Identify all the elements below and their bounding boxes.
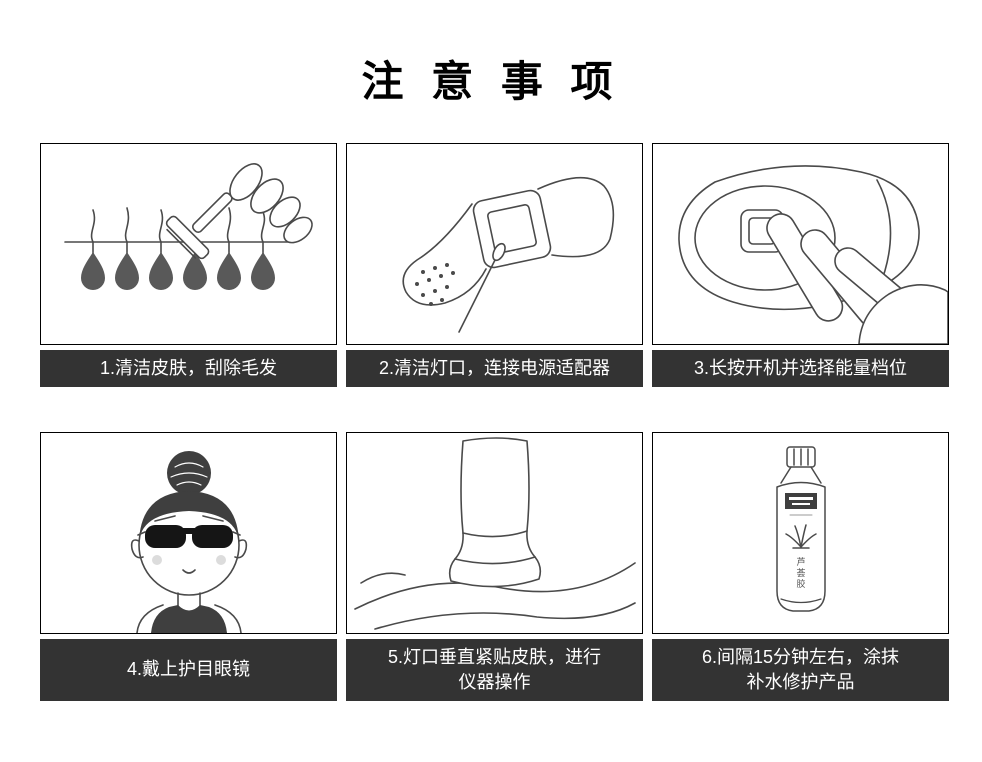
step-2-caption: 2.清洁灯口，连接电源适配器 — [346, 350, 643, 387]
tube-label: 芦 荟 胶 — [796, 557, 805, 589]
step-3-caption: 3.长按开机并选择能量档位 — [652, 350, 949, 387]
goggles-girl-illustration — [130, 451, 248, 633]
hair-strands — [90, 207, 266, 243]
step-6-illustration-box: 芦 荟 胶 — [652, 432, 949, 634]
step-5: 5.灯口垂直紧贴皮肤，进行 仪器操作 — [346, 432, 643, 701]
tube-cap — [780, 446, 822, 484]
step-4-caption: 4.戴上护目眼镜 — [40, 639, 337, 701]
caption-line-2: 仪器操作 — [458, 672, 531, 692]
hair-bun — [167, 451, 211, 495]
step-3-illustration-box — [652, 143, 949, 345]
page-title: 注 意 事 项 — [361, 58, 621, 105]
caption-line-1: 3.长按开机并选择能量档位 — [693, 357, 907, 378]
fingers-icon — [229, 163, 313, 244]
step-1-illustration-box — [40, 143, 337, 345]
moisturizer-tube-illustration: 芦 荟 胶 — [776, 446, 826, 612]
eyebrows — [154, 515, 224, 522]
step-2-illustration-box — [346, 143, 643, 345]
caption-line-1: 4.戴上护目眼镜 — [126, 659, 250, 680]
device-on-skin-illustration — [354, 437, 636, 630]
step-1-caption: 1.清洁皮肤，刮除毛发 — [40, 350, 337, 387]
protective-goggles-icon — [137, 525, 241, 548]
step-4: 4.戴上护目眼镜 — [40, 432, 337, 701]
blush — [152, 555, 226, 565]
caption-line-1: 2.清洁灯口，连接电源适配器 — [378, 357, 610, 378]
step-2: 2.清洁灯口，连接电源适配器 — [346, 143, 643, 387]
step-1: 1.清洁皮肤，刮除毛发 — [40, 143, 337, 387]
tube-label-char: 荟 — [796, 567, 805, 578]
vent-dots — [415, 263, 455, 306]
cotton-swab-icon — [458, 242, 506, 333]
step-3: 3.长按开机并选择能量档位 — [652, 143, 949, 387]
lamp-window — [472, 189, 552, 269]
steps-row-2: 4.戴上护目眼镜 — [40, 432, 949, 701]
steps-row-1: 1.清洁皮肤，刮除毛发 — [40, 143, 949, 387]
step-5-caption: 5.灯口垂直紧贴皮肤，进行 仪器操作 — [346, 639, 643, 701]
mouth — [182, 569, 196, 574]
step-5-illustration-box — [346, 432, 643, 634]
caption-line-2: 补水修护产品 — [746, 672, 855, 692]
tube-label-char: 胶 — [796, 578, 805, 589]
hand-icon — [766, 213, 948, 344]
caption-line-1: 6.间隔15分钟左右，涂抹 — [701, 646, 900, 667]
brand-logo — [785, 493, 817, 516]
tube-label-char: 芦 — [796, 557, 805, 567]
hair — [139, 491, 239, 545]
hair-follicle-drops — [81, 252, 275, 290]
device-body — [448, 437, 542, 588]
razor-icon — [165, 192, 233, 260]
lamp-cleaning-illustration — [402, 176, 615, 333]
power-button-illustration — [678, 165, 948, 344]
steps-grid: 1.清洁皮肤，刮除毛发 — [40, 143, 949, 701]
step-4-illustration-box — [40, 432, 337, 634]
caption-line-1: 5.灯口垂直紧贴皮肤，进行 — [387, 646, 601, 667]
neck-shoulders — [136, 592, 242, 633]
razor-shaving-illustration — [64, 163, 313, 290]
aloe-plant-icon — [785, 524, 817, 549]
drop-stems — [92, 241, 264, 255]
caption-line-1: 1.清洁皮肤，刮除毛发 — [99, 357, 277, 378]
step-6-caption: 6.间隔15分钟左右，涂抹 补水修护产品 — [652, 639, 949, 701]
step-6: 芦 荟 胶 6.间隔15分钟左右，涂抹 补水修护产品 — [652, 432, 949, 701]
device-body — [402, 176, 615, 306]
